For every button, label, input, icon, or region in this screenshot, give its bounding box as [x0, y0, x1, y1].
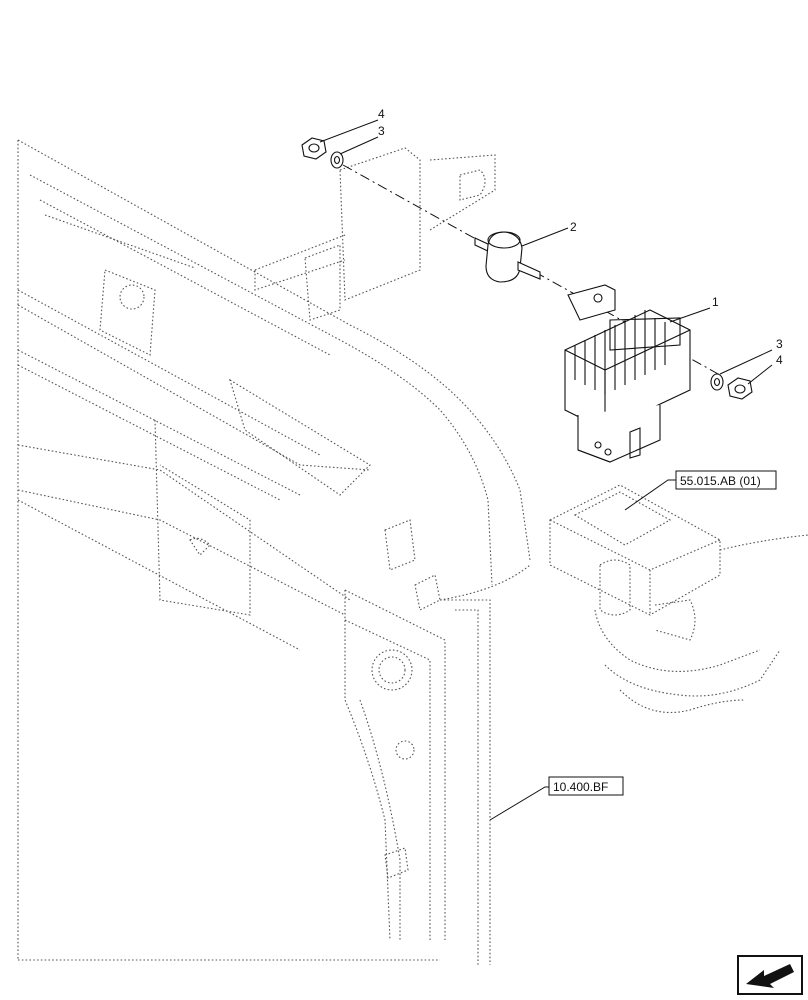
nut-part-right — [727, 377, 753, 400]
fuse-box — [549, 484, 808, 714]
ref-10400-box[interactable]: 10.400.BF — [548, 776, 624, 796]
ref-10400-label: 10.400.BF — [553, 780, 608, 794]
next-page-arrow-icon[interactable] — [737, 955, 803, 995]
leader-lines — [319, 119, 773, 821]
cab-frame — [17, 139, 531, 965]
ref-55015-box[interactable]: 55.015.AB (01) — [675, 470, 777, 490]
callout-1: 1 — [712, 295, 719, 309]
ref-55015-label: 55.015.AB (01) — [680, 474, 761, 488]
callout-4-top: 4 — [378, 107, 385, 121]
callout-3-right: 3 — [776, 337, 783, 351]
relay-module-part — [564, 284, 691, 463]
nut-part — [301, 137, 327, 160]
callout-2: 2 — [570, 220, 577, 234]
washer-part-right — [710, 373, 724, 391]
rubber-mount-part — [474, 231, 541, 283]
washer-part — [330, 151, 344, 169]
callout-3-top: 3 — [378, 124, 385, 138]
callout-4-right: 4 — [776, 353, 783, 367]
